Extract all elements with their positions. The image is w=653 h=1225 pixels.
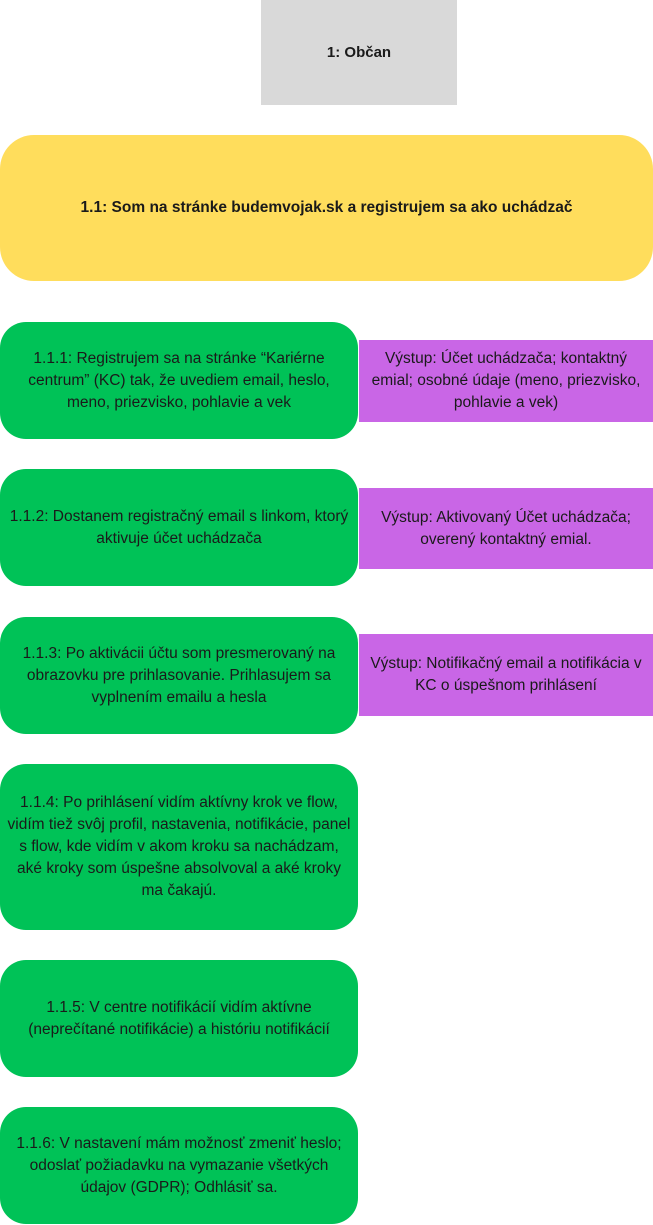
step-label: 1.1.6: V nastavení mám možnosť zmeniť he… — [16, 1134, 342, 1196]
step-label: 1.1.5: V centre notifikácií vidím aktívn… — [28, 998, 330, 1038]
output-label: Výstup: Notifikačný email a notifikácia … — [370, 655, 642, 694]
output-label: Výstup: Aktivovaný Účet uchádzača; overe… — [381, 508, 631, 548]
step-label: 1.1.4: Po prihlásení vidím aktívny krok … — [7, 794, 351, 899]
step-box-1-1-1: 1.1.1: Registrujem sa na stránke “Kariér… — [0, 322, 358, 439]
goal-label: 1.1: Som na stránke budemvojak.sk a regi… — [80, 199, 573, 216]
step-box-1-1-6: 1.1.6: V nastavení mám možnosť zmeniť he… — [0, 1107, 358, 1224]
actor-label: 1: Občan — [326, 43, 392, 61]
goal-box: 1.1: Som na stránke budemvojak.sk a regi… — [0, 135, 653, 281]
output-box-1-1-2: Výstup: Aktivovaný Účet uchádzača; overe… — [359, 488, 653, 569]
step-box-1-1-5: 1.1.5: V centre notifikácií vidím aktívn… — [0, 960, 358, 1077]
step-label: 1.1.1: Registrujem sa na stránke “Kariér… — [28, 349, 330, 411]
output-label: Výstup: Účet uchádzača; kontaktný emial;… — [371, 350, 641, 411]
step-label: 1.1.3: Po aktivácii účtu som presmerovan… — [22, 644, 336, 706]
step-box-1-1-2: 1.1.2: Dostanem registračný email s link… — [0, 469, 358, 586]
output-box-1-1-1: Výstup: Účet uchádzača; kontaktný emial;… — [359, 340, 653, 422]
output-box-1-1-3: Výstup: Notifikačný email a notifikácia … — [359, 634, 653, 716]
actor-box: 1: Občan — [261, 0, 457, 105]
step-box-1-1-4: 1.1.4: Po prihlásení vidím aktívny krok … — [0, 764, 358, 930]
step-box-1-1-3: 1.1.3: Po aktivácii účtu som presmerovan… — [0, 617, 358, 734]
step-label: 1.1.2: Dostanem registračný email s link… — [9, 507, 349, 547]
